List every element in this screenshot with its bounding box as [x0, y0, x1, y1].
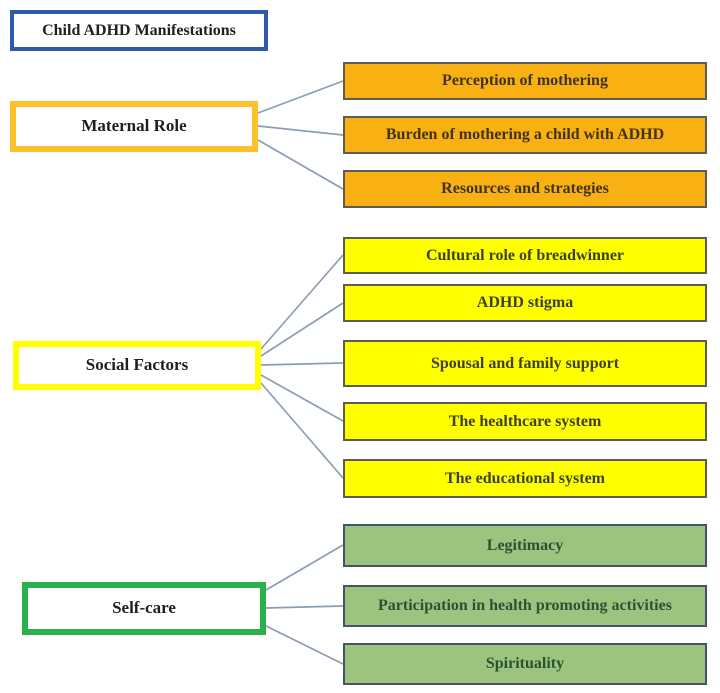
diagram-title: Child ADHD Manifestations	[10, 10, 268, 51]
connector-line	[265, 605, 344, 609]
node-healthcare-system: The healthcare system	[343, 402, 707, 441]
node-burden-of-mothering: Burden of mothering a child with ADHD	[343, 116, 707, 154]
connector-line	[257, 139, 344, 190]
connector-line	[265, 625, 344, 665]
node-spousal-and-family-support: Spousal and family support	[343, 340, 707, 387]
node-spirituality: Spirituality	[343, 643, 707, 685]
category-self-care: Self-care	[22, 582, 266, 635]
connector-line	[260, 382, 344, 479]
node-cultural-role-of-breadwinner: Cultural role of breadwinner	[343, 237, 707, 274]
category-social-factors: Social Factors	[13, 341, 261, 390]
connector-line	[260, 302, 344, 357]
connector-line	[260, 374, 344, 422]
node-resources-and-strategies: Resources and strategies	[343, 170, 707, 208]
node-legitimacy: Legitimacy	[343, 524, 707, 567]
connector-line	[265, 544, 344, 591]
node-participation-health-promoting: Participation in health promoting activi…	[343, 585, 707, 627]
node-educational-system: The educational system	[343, 459, 707, 498]
connector-line	[260, 362, 344, 366]
category-maternal-role: Maternal Role	[10, 101, 258, 152]
connector-line	[260, 254, 344, 350]
connector-line	[257, 125, 344, 136]
node-adhd-stigma: ADHD stigma	[343, 284, 707, 322]
connector-line	[257, 80, 344, 114]
node-perception-of-mothering: Perception of mothering	[343, 62, 707, 100]
